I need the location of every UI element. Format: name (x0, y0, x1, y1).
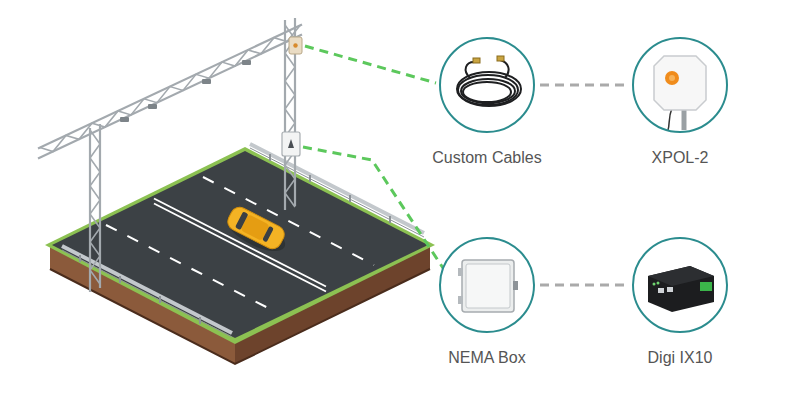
camera (202, 79, 211, 84)
product-node: Digi IX10 (610, 237, 750, 367)
leader-line (305, 46, 436, 83)
car-window (235, 211, 249, 230)
car (222, 204, 292, 259)
product-node: XPOL-2 (610, 37, 750, 167)
car-body (225, 204, 288, 252)
dashed-connector (540, 284, 627, 287)
car-window (262, 226, 274, 243)
guardrails (62, 144, 424, 337)
camera (148, 104, 157, 109)
leader-lines (303, 46, 443, 268)
leader-line (303, 147, 443, 268)
gantry-nema-box (282, 132, 300, 156)
camera (242, 60, 251, 65)
cameras (120, 60, 251, 122)
product-node: Custom Cables (417, 37, 557, 167)
grass-edge (45, 147, 435, 344)
product-node: NEMA Box (417, 237, 557, 367)
gantry-antenna (289, 37, 302, 54)
lane-solid (154, 199, 326, 287)
lane-solid (154, 204, 326, 292)
camera (120, 117, 129, 122)
dashed-connector (540, 84, 627, 87)
product-circle (632, 37, 728, 133)
router-icon (648, 266, 714, 312)
road-slab (45, 147, 435, 364)
soil-edge (50, 269, 430, 364)
product-circle (439, 237, 535, 333)
xpol-antenna-icon (654, 56, 706, 130)
guardrail (250, 148, 424, 237)
product-circle (439, 37, 535, 133)
product-label: Custom Cables (417, 149, 557, 167)
guardrail-posts (80, 154, 390, 324)
road-surface (52, 151, 428, 338)
product-label: XPOL-2 (610, 149, 750, 167)
product-label: NEMA Box (417, 349, 557, 367)
product-circle (632, 237, 728, 333)
gantry (38, 18, 302, 292)
guardrail (250, 144, 424, 233)
guardrail (62, 250, 232, 337)
lane-markings (106, 177, 374, 312)
lane-dash (203, 177, 374, 265)
cable-icon (457, 56, 521, 106)
guardrail (62, 246, 232, 333)
nema-box-icon (458, 260, 518, 312)
product-label: Digi IX10 (610, 349, 750, 367)
